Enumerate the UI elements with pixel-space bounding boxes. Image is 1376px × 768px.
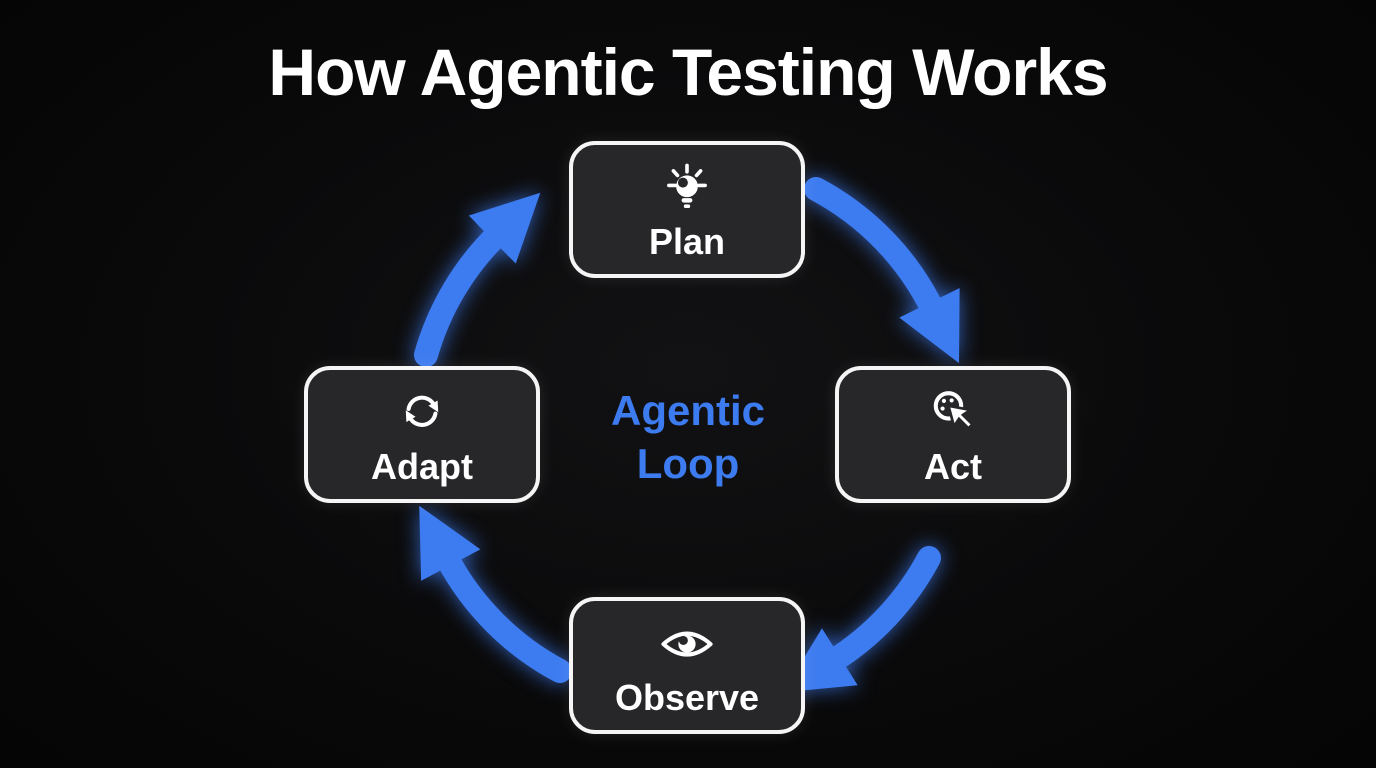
node-plan: Plan [569, 141, 805, 278]
cursor-click-icon [933, 390, 975, 430]
arrow-observe-to-adapt [419, 505, 572, 683]
center-loop-label-line2: Loop [636, 439, 740, 487]
arrow-adapt-to-plan [414, 192, 541, 367]
node-act: Act [835, 366, 1071, 503]
arrow-act-to-observe [782, 546, 941, 693]
node-observe-label: Observe [614, 676, 760, 718]
node-plan-label: Plan [648, 220, 726, 262]
page-title: How Agentic Testing Works [268, 35, 1108, 109]
refresh-icon [405, 395, 439, 427]
center-loop-label-line1: Agentic [610, 387, 765, 434]
node-observe: Observe [569, 597, 805, 734]
node-act-label: Act [923, 445, 982, 487]
arrow-plan-to-act [804, 177, 960, 364]
node-adapt-label: Adapt [371, 445, 473, 487]
lightbulb-icon [667, 163, 707, 208]
center-loop-label: Agentic Loop [568, 385, 808, 491]
eye-icon [661, 631, 713, 657]
node-adapt: Adapt [304, 366, 540, 503]
